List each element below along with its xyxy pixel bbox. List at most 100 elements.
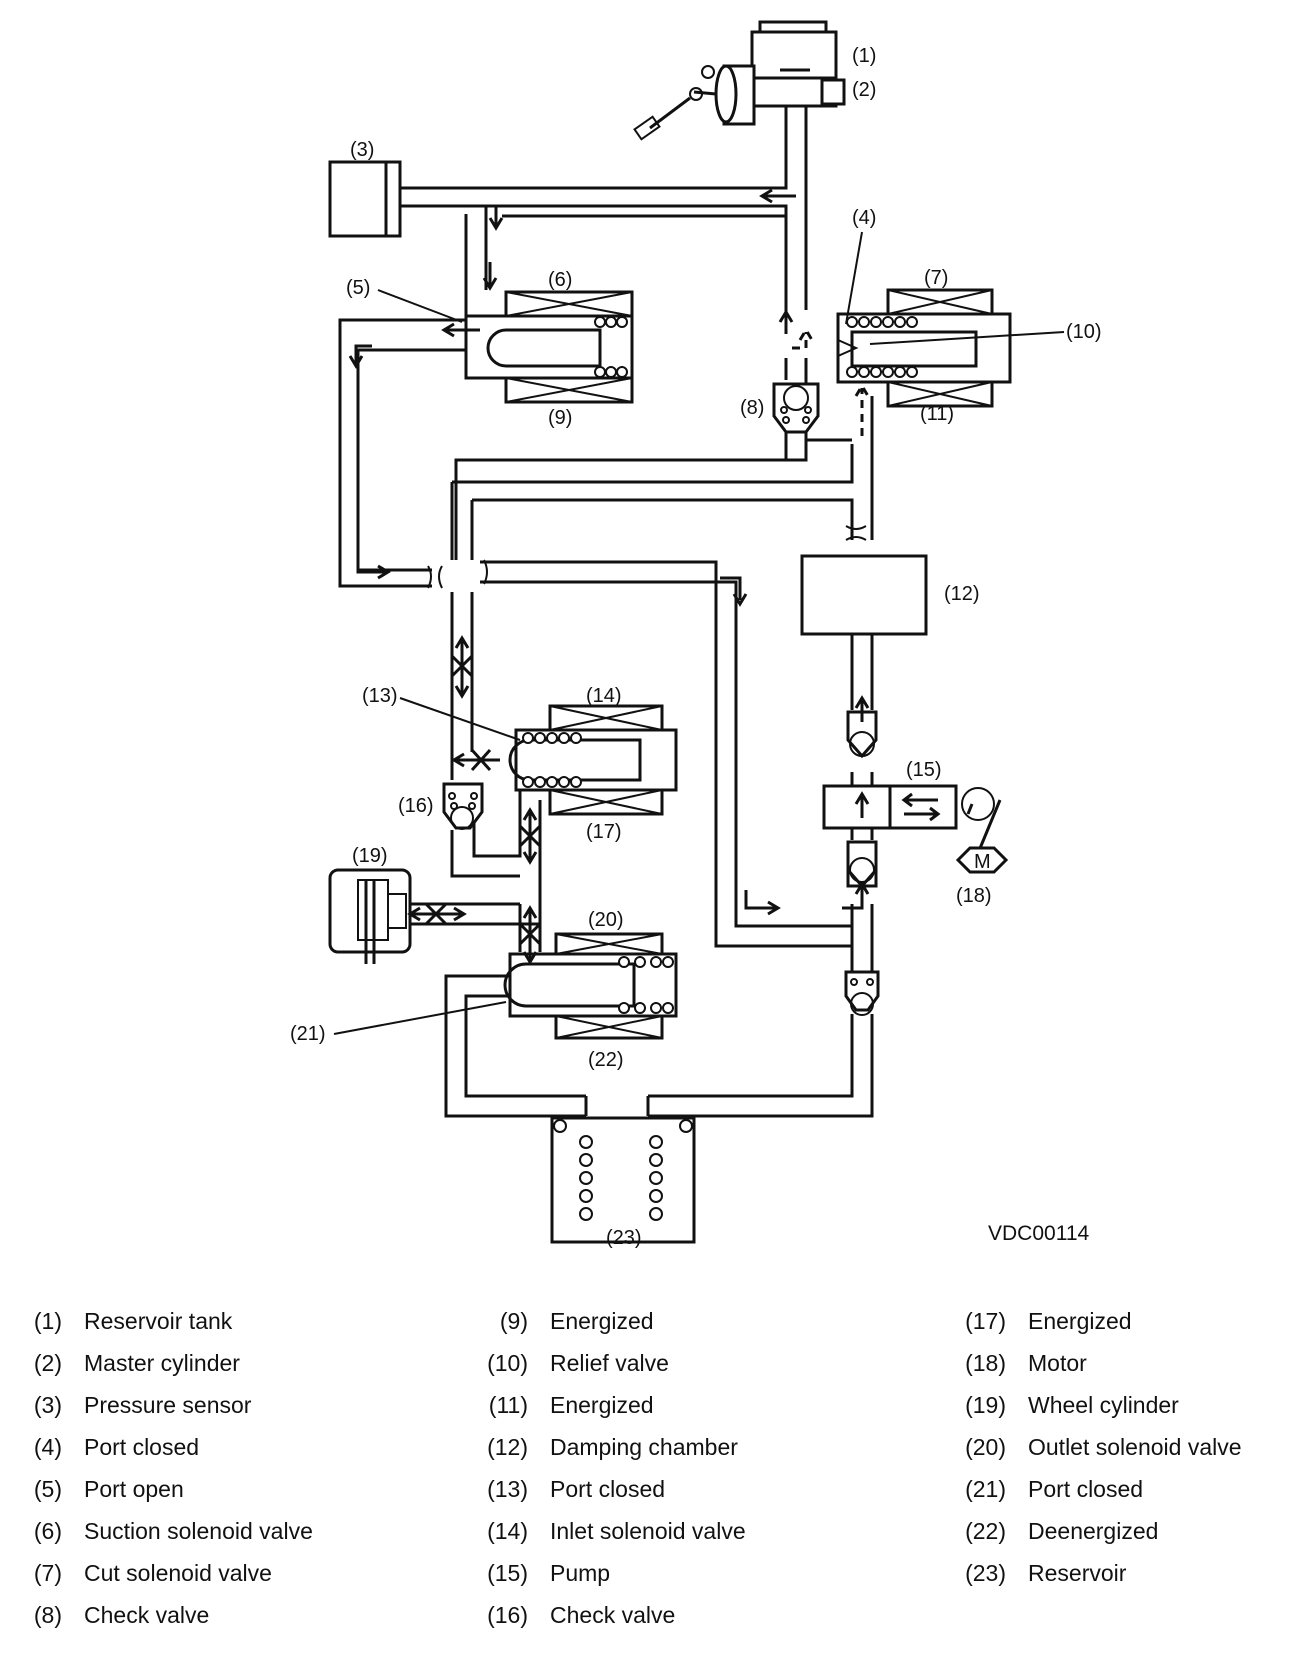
pump [822,710,958,889]
check-valve-16 [442,782,484,830]
legend-number: (14) [487,1518,528,1544]
blocked-flow-markers [407,635,542,965]
legend-label: Wheel cylinder [1028,1392,1179,1418]
legend-label: Deenergized [1028,1518,1159,1544]
legend-number: (8) [33,1602,62,1628]
legend-number: (19) [965,1392,1006,1418]
legend-item: (21) Port closed [958,1476,1298,1518]
legend-label: Port closed [84,1434,200,1460]
legend-label: Cut solenoid valve [84,1560,272,1586]
legend-number: (11) [488,1392,528,1418]
legend-number: (6) [33,1518,62,1544]
legend-label: Port open [84,1476,184,1502]
hydraulic-circuit-diagram: M [290,20,1102,1249]
callout-8: (8) [740,397,764,419]
legend-label: Reservoir [1028,1560,1127,1586]
damping-chamber [800,554,928,636]
legend-number: (7) [33,1560,62,1586]
legend-number: (10) [487,1350,528,1376]
legend-item: (19) Wheel cylinder [958,1392,1298,1434]
suction-solenoid-valve [464,290,634,404]
outlet-solenoid-valve [503,932,678,1040]
callout-18: (18) [956,885,992,907]
legend-number: (2) [33,1350,62,1376]
legend-number: (9) [499,1308,528,1334]
legend-label: Port closed [550,1476,666,1502]
legend-label: Suction solenoid valve [84,1518,313,1544]
callout-22: (22) [588,1049,624,1071]
legend-number: (21) [965,1476,1006,1502]
legend-number: (23) [965,1560,1006,1586]
legend-item: (22)Deenergized [958,1518,1298,1560]
legend-item: (4) Port closed [14,1434,444,1476]
legend-number: (13) [487,1476,528,1502]
legend-label: Energized [550,1308,654,1334]
callout-12: (12) [944,583,980,605]
legend-column-3: (17)Energized (18)Motor (19) Wheel cylind… [958,1308,1298,1602]
legend-label: Check valve [84,1602,210,1628]
callout-16: (16) [398,795,434,817]
legend-item: (15)Pump [480,1560,910,1602]
callout-7: (7) [924,267,948,289]
legend-label: Port closed [1028,1476,1144,1502]
brake-pedal [633,65,717,141]
legend-column-2: (9) Energized (10)Relief valve (11) Energi… [480,1308,910,1644]
callout-2: (2) [852,79,876,101]
legend-number: (17) [965,1308,1006,1334]
legend-item: (9) Energized [480,1308,910,1350]
legend-item: (8) Check valve [14,1602,444,1644]
flow-arrows [348,188,870,916]
legend-item: (20) Outlet solenoid valve [958,1434,1298,1476]
leader-lines [333,231,1065,1035]
legend-label: Pressure sensor [84,1392,252,1418]
return-check-valve [844,970,880,1016]
callout-11: (11) [920,403,954,425]
coil-spring [846,316,918,378]
legend-number: (18) [965,1350,1006,1376]
legend-item: (11) Energized [480,1392,910,1434]
callout-10: (10) [1066,321,1102,343]
callout-13: (13) [362,685,398,707]
coil-spring [594,316,628,378]
legend-column-1: (1)Reservoir tank (2)Master cylinder (3)… [14,1308,444,1644]
legend-item: (23) Reservoir [958,1560,1298,1602]
master-cylinder [714,64,846,126]
legend-number: (4) [33,1434,62,1460]
legend-item: (12) Damping chamber [480,1434,910,1476]
pressure-sensor [328,160,402,238]
legend-label: Inlet solenoid valve [550,1518,746,1544]
motor: M [955,787,1009,874]
legend-item: (3) Pressure sensor [14,1392,444,1434]
inlet-solenoid-valve [508,704,678,816]
callout-1: (1) [852,45,876,67]
legend-item: (1)Reservoir tank [14,1308,444,1350]
legend-label: Outlet solenoid valve [1028,1434,1242,1460]
legend-number: (12) [487,1434,528,1460]
legend-item: (16)Check valve [480,1602,910,1644]
check-valve-8 [772,382,852,460]
legend-label: Energized [550,1392,654,1418]
legend-number: (3) [33,1392,62,1418]
legend-item: (18)Motor [958,1350,1298,1392]
callout-15: (15) [906,759,942,781]
wheel-cylinder [328,868,412,964]
callout-4: (4) [852,207,876,229]
callout-3: (3) [350,139,374,161]
legend-number: (16) [487,1602,528,1628]
legend-number: (15) [487,1560,528,1586]
callout-5: (5) [346,277,370,299]
coil-spring [618,956,674,1014]
legend-label: Damping chamber [550,1434,738,1460]
cut-solenoid-valve [836,288,1012,408]
reservoir [550,1116,696,1244]
legend-number: (5) [33,1476,62,1502]
legend-item: (10)Relief valve [480,1350,910,1392]
legend-item: (5) Port open [14,1476,444,1518]
coil-spring [522,732,582,788]
document-code: VDC00114 [988,1222,1090,1245]
callout-17: (17) [586,821,622,843]
legend-number: (20) [965,1434,1006,1460]
callout-9: (9) [548,407,572,429]
legend-label: Reservoir tank [84,1308,233,1334]
legend-item: (17)Energized [958,1308,1298,1350]
